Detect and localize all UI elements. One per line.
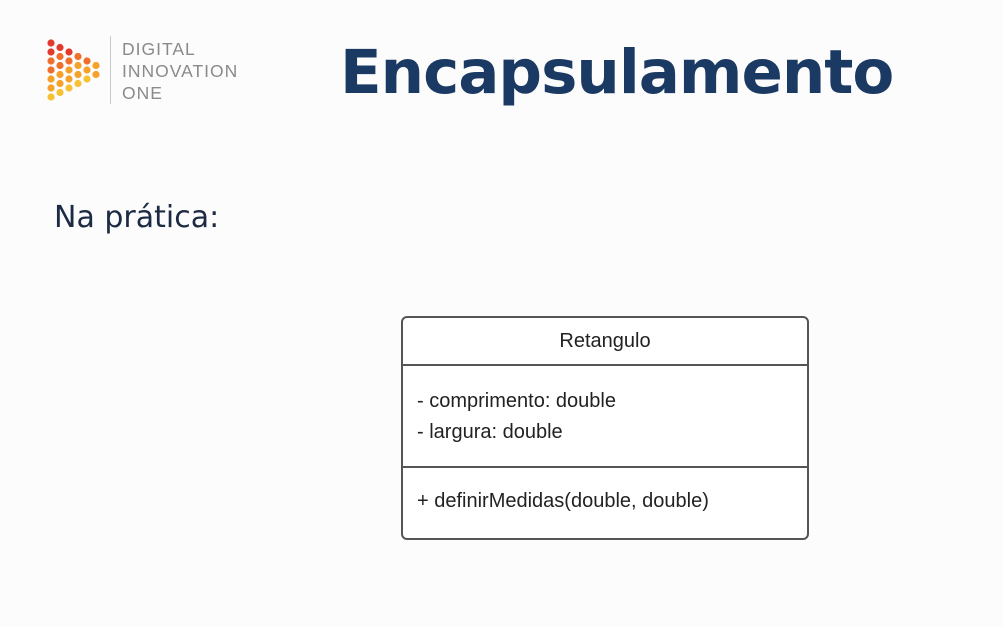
uml-attribute: - comprimento: double xyxy=(417,390,616,412)
logo-dot xyxy=(47,57,55,65)
uml-attribute: - largura: double xyxy=(417,421,563,443)
logo-dot xyxy=(65,48,73,56)
logo-dot xyxy=(65,75,73,83)
logo-dot xyxy=(74,61,82,70)
logo-divider xyxy=(110,36,111,104)
logo-dot xyxy=(47,84,55,92)
logo-dot xyxy=(56,52,64,61)
logo-line-1: DIGITAL xyxy=(122,39,196,59)
uml-attributes-section: - comprimento: double - largura: double xyxy=(403,366,807,468)
uml-class-name: Retangulo xyxy=(403,318,807,366)
uml-method: + definirMedidas(double, double) xyxy=(417,490,709,512)
logo-dot xyxy=(56,79,64,88)
logo-dot xyxy=(74,79,82,88)
slide-subtitle: Na prática: xyxy=(54,200,220,235)
logo-dot xyxy=(56,88,64,97)
logo-line-2: INNOVATION xyxy=(122,61,239,81)
logo-dot xyxy=(47,75,55,83)
dio-logo-icon xyxy=(47,39,100,101)
logo-dot xyxy=(47,93,55,101)
logo-dot xyxy=(83,66,91,74)
logo-line-3: ONE xyxy=(122,83,163,103)
logo-dot xyxy=(56,70,64,79)
logo-dot xyxy=(83,75,91,83)
logo-dot xyxy=(74,52,82,61)
logo-dot xyxy=(56,61,64,70)
digital-innovation-one-logo: DIGITAL INNOVATION ONE xyxy=(46,36,276,106)
logo-dot xyxy=(56,43,64,52)
logo-dot xyxy=(92,61,100,70)
uml-class-box: Retangulo - comprimento: double - largur… xyxy=(401,316,809,540)
uml-methods-section: + definirMedidas(double, double) xyxy=(403,468,807,517)
logo-dot xyxy=(65,84,73,92)
logo-text: DIGITAL INNOVATION ONE xyxy=(122,38,238,104)
logo-dot xyxy=(47,66,55,74)
logo-dot xyxy=(74,70,82,79)
logo-dot xyxy=(65,66,73,74)
logo-dot xyxy=(92,70,100,79)
slide-title: Encapsulamento xyxy=(340,37,894,108)
logo-dot xyxy=(83,57,91,65)
logo-dot xyxy=(47,39,55,47)
logo-dot xyxy=(65,57,73,65)
logo-dot xyxy=(47,48,55,56)
